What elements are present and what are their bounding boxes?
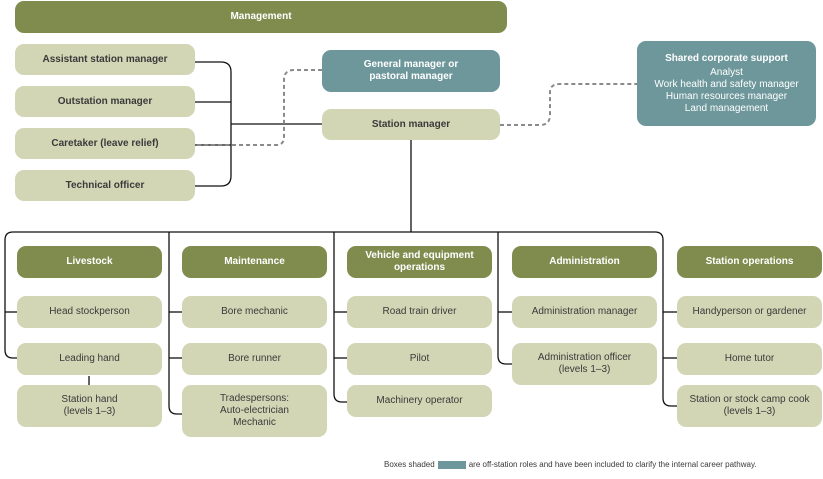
general-manager-label: General manager or pastoral manager xyxy=(363,59,459,82)
role-label: Head stockperson xyxy=(49,306,130,317)
station-manager-box: Station manager xyxy=(322,109,500,140)
role-label: Bore runner xyxy=(228,353,281,364)
role-label: Outstation manager xyxy=(57,95,153,107)
role-administration-manager: Administration manager xyxy=(512,296,657,328)
dept-vehicle-equipment: Vehicle and equipment operations xyxy=(347,246,492,278)
role-administration-officer: Administration officer (levels 1–3) xyxy=(512,343,657,385)
role-station-cook: Station or stock camp cook (levels 1–3) xyxy=(677,385,822,427)
role-station-hand: Station hand (levels 1–3) xyxy=(17,385,162,427)
outstation-manager-box: Outstation manager xyxy=(15,86,195,117)
role-label: Station or stock camp cook (levels 1–3) xyxy=(689,394,810,417)
dept-label: Administration xyxy=(549,256,620,267)
role-label: Caretaker (leave relief) xyxy=(51,137,159,149)
legend-text-after: are off-station roles and have been incl… xyxy=(468,460,757,469)
legend-swatch xyxy=(437,460,466,469)
role-label: Home tutor xyxy=(724,353,775,364)
dept-label: Vehicle and equipment operations xyxy=(365,250,474,273)
caretaker-box: Caretaker (leave relief) xyxy=(15,128,195,159)
station-manager-label: Station manager xyxy=(371,118,451,130)
dept-label: Station operations xyxy=(705,256,794,267)
role-label: Tradespersons: Auto-electrician Mechanic xyxy=(219,393,290,428)
general-manager-box: General manager or pastoral manager xyxy=(322,50,500,92)
dept-administration: Administration xyxy=(512,246,657,278)
management-label: Management xyxy=(230,11,292,22)
role-handyperson: Handyperson or gardener xyxy=(677,296,822,328)
role-road-train-driver: Road train driver xyxy=(347,296,492,328)
shared-title: Shared corporate support xyxy=(665,52,788,64)
dept-label: Livestock xyxy=(66,256,113,267)
management-box: Management xyxy=(15,1,507,33)
role-label: Leading hand xyxy=(59,353,120,364)
role-machinery-operator: Machinery operator xyxy=(347,385,492,417)
role-label: Road train driver xyxy=(382,306,457,317)
technical-officer-box: Technical officer xyxy=(15,170,195,201)
role-label: Machinery operator xyxy=(376,395,463,406)
role-bore-runner: Bore runner xyxy=(182,343,327,375)
shared-corporate-support-box: Shared corporate support Analyst Work he… xyxy=(637,41,816,126)
legend-text-before: Boxes shaded xyxy=(384,460,435,469)
shared-item: Human resources manager xyxy=(665,90,788,102)
shared-item: Land management xyxy=(684,102,769,114)
role-label: Administration officer (levels 1–3) xyxy=(537,352,632,375)
shared-item: Analyst xyxy=(710,66,743,78)
role-label: Assistant station manager xyxy=(42,53,168,65)
dept-livestock: Livestock xyxy=(17,246,162,278)
role-bore-mechanic: Bore mechanic xyxy=(182,296,327,328)
role-label: Administration manager xyxy=(531,306,638,317)
role-leading-hand: Leading hand xyxy=(17,343,162,375)
role-label: Bore mechanic xyxy=(221,306,288,317)
role-tradespersons: Tradespersons: Auto-electrician Mechanic xyxy=(182,385,327,437)
dept-station-operations: Station operations xyxy=(677,246,822,278)
dept-maintenance: Maintenance xyxy=(182,246,327,278)
role-head-stockperson: Head stockperson xyxy=(17,296,162,328)
legend: Boxes shaded are off-station roles and h… xyxy=(384,460,757,469)
role-pilot: Pilot xyxy=(347,343,492,375)
shared-item: Work health and safety manager xyxy=(654,78,799,90)
dept-label: Maintenance xyxy=(224,256,285,267)
role-label: Technical officer xyxy=(65,179,145,191)
assistant-station-manager-box: Assistant station manager xyxy=(15,44,195,75)
role-label: Station hand (levels 1–3) xyxy=(61,394,118,417)
role-home-tutor: Home tutor xyxy=(677,343,822,375)
role-label: Pilot xyxy=(409,353,430,364)
role-label: Handyperson or gardener xyxy=(692,306,807,317)
